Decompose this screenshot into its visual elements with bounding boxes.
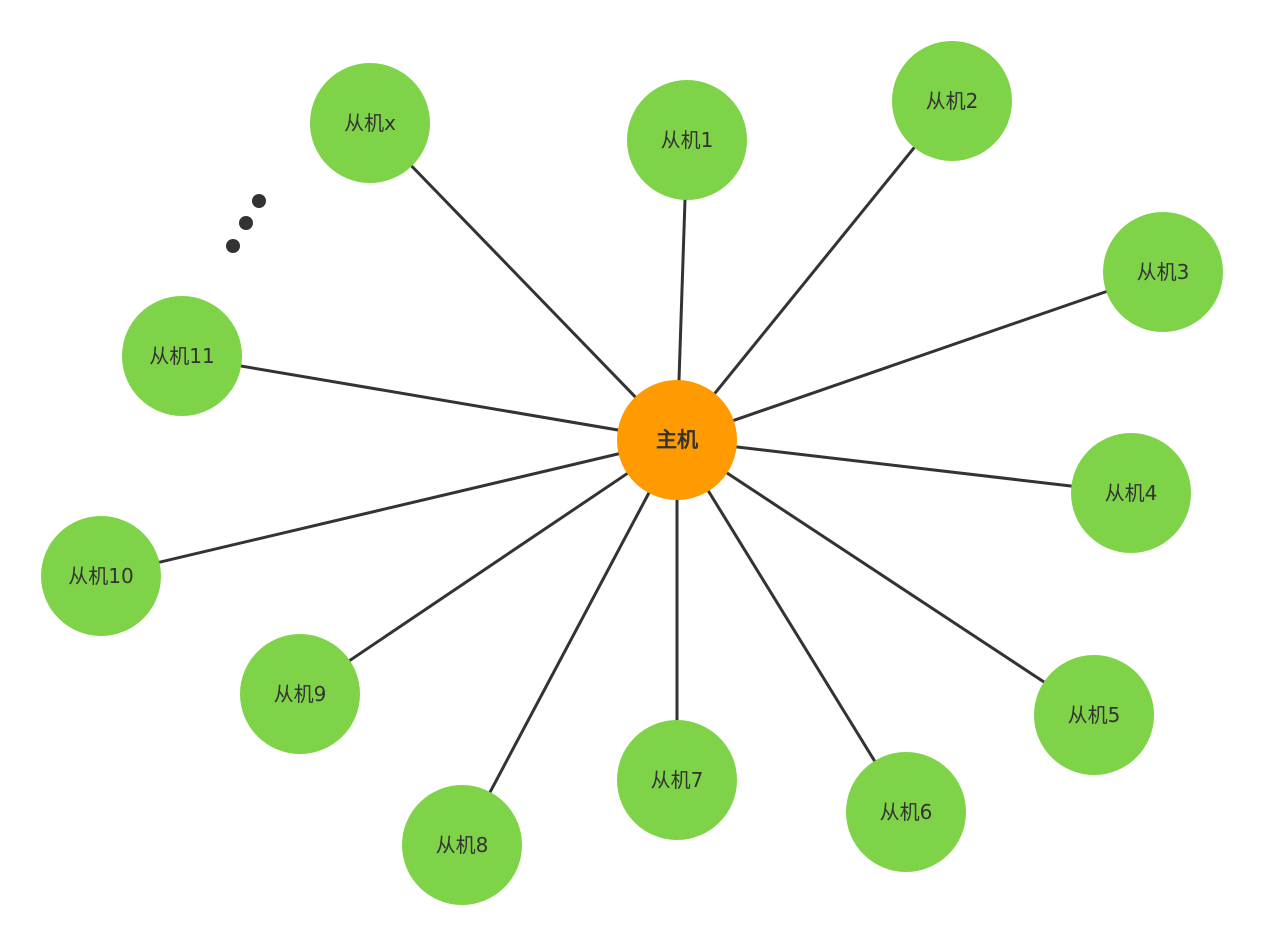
slave-node-5[interactable]: 从机5 xyxy=(1034,655,1154,775)
edge-slave-5 xyxy=(676,438,1095,717)
slave-node-label: 从机8 xyxy=(436,833,489,857)
slave-node-3[interactable]: 从机3 xyxy=(1103,212,1223,332)
slave-node-4[interactable]: 从机4 xyxy=(1071,433,1191,553)
slave-node-label: 从机5 xyxy=(1068,703,1121,727)
master-node[interactable]: 主机 xyxy=(617,380,737,500)
slave-node-9[interactable]: 从机9 xyxy=(240,634,360,754)
ellipsis-more-slaves xyxy=(226,194,266,253)
edge-slave-8 xyxy=(460,439,679,846)
slave-node-11[interactable]: 从机11 xyxy=(122,296,242,416)
slave-node-circle xyxy=(617,720,737,840)
slave-node-7[interactable]: 从机7 xyxy=(617,720,737,840)
slave-node-circle xyxy=(310,63,430,183)
slave-node-label: 从机3 xyxy=(1137,260,1190,284)
master-node-circle xyxy=(617,380,737,500)
edge-slave-3 xyxy=(676,270,1164,442)
slave-node-label: 从机10 xyxy=(68,564,133,588)
slave-node-label: 从机7 xyxy=(651,768,704,792)
ellipsis-dot xyxy=(239,216,253,230)
slave-node-circle xyxy=(240,634,360,754)
slave-node-circle xyxy=(627,80,747,200)
edges xyxy=(100,100,1164,846)
edge-slave-2 xyxy=(675,100,954,441)
slave-node-circle xyxy=(402,785,522,905)
slave-node-circle xyxy=(41,516,161,636)
slave-node-1[interactable]: 从机1 xyxy=(627,80,747,200)
slave-node-10[interactable]: 从机10 xyxy=(41,516,161,636)
slave-node-label: 从机2 xyxy=(926,89,979,113)
edge-slave-10 xyxy=(100,438,678,578)
slave-node-circle xyxy=(1103,212,1223,332)
slave-node-circle xyxy=(1071,433,1191,553)
slave-node-circle xyxy=(846,752,966,872)
slave-node-label: 从机1 xyxy=(661,128,714,152)
edge-slave-4 xyxy=(676,438,1132,495)
edge-slave-x xyxy=(368,121,679,442)
slave-node-x[interactable]: 从机x xyxy=(310,63,430,183)
slave-node-label: 从机4 xyxy=(1105,481,1158,505)
slave-node-label: 从机11 xyxy=(149,344,214,368)
slave-node-label: 从机6 xyxy=(880,800,933,824)
slave-node-6[interactable]: 从机6 xyxy=(846,752,966,872)
ellipsis-dot xyxy=(226,239,240,253)
edge-slave-9 xyxy=(299,438,678,696)
slave-node-circle xyxy=(1034,655,1154,775)
slave-node-label: 从机x xyxy=(344,111,396,135)
slave-node-2[interactable]: 从机2 xyxy=(892,41,1012,161)
slave-node-8[interactable]: 从机8 xyxy=(402,785,522,905)
edge-slave-11 xyxy=(181,354,678,442)
master-node-label: 主机 xyxy=(656,428,698,452)
slave-node-label: 从机9 xyxy=(274,682,327,706)
ellipsis-dot xyxy=(252,194,266,208)
slave-node-circle xyxy=(892,41,1012,161)
edge-slave-6 xyxy=(675,439,908,813)
slave-node-circle xyxy=(122,296,242,416)
